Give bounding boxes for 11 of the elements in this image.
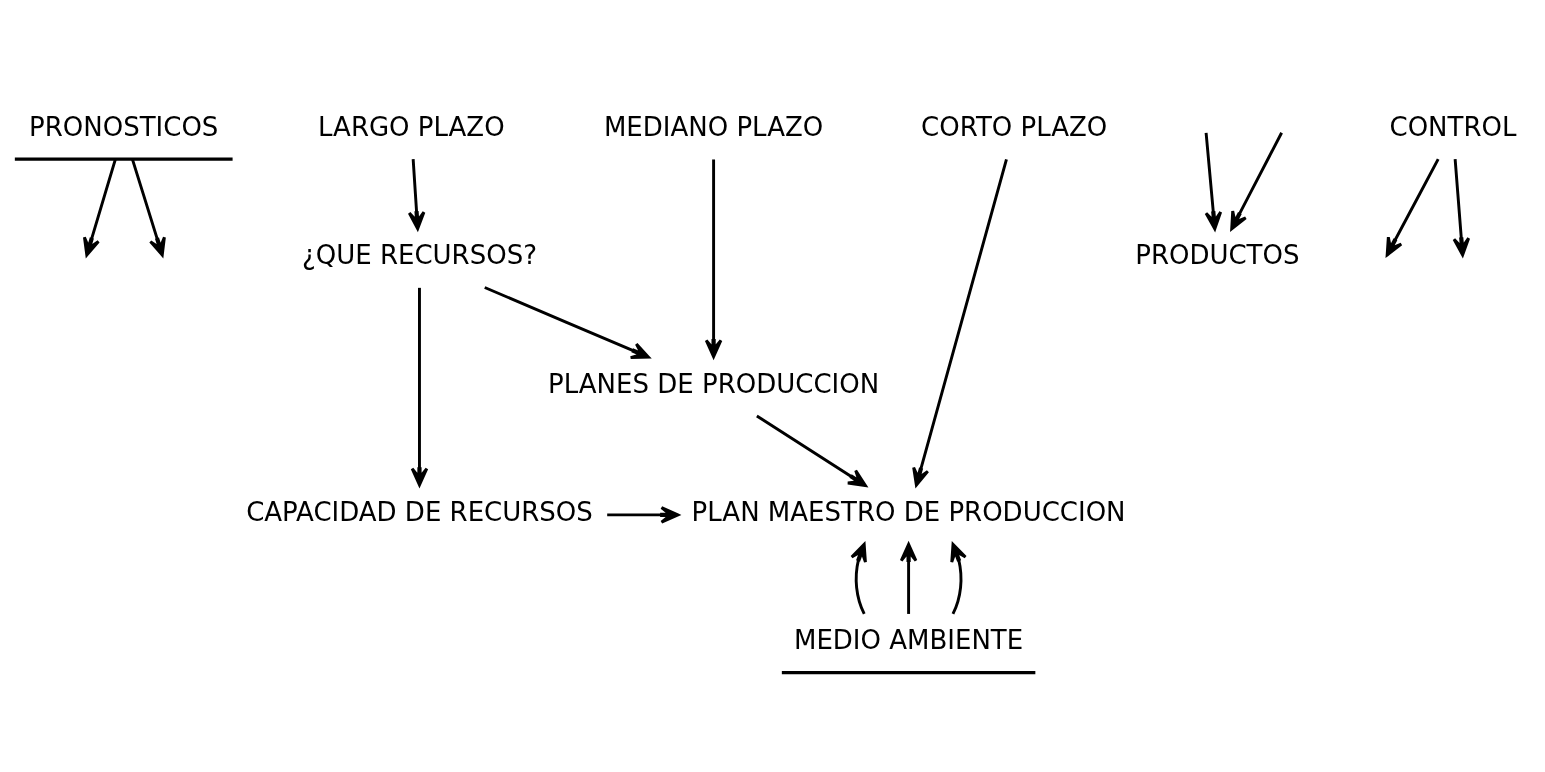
node-text: ¿QUE RECURSOS? (301, 239, 537, 270)
node-text: PLAN MAESTRO DE PRODUCCION (691, 496, 1126, 527)
node-text: CONTROL (1389, 111, 1517, 142)
node-text: MEDIO AMBIENTE (793, 624, 1024, 655)
node-text: CAPACIDAD DE RECURSOS (246, 496, 593, 527)
node-text: PRONOSTICOS (29, 111, 219, 142)
node-text: CORTO PLAZO (921, 111, 1108, 142)
node-text: MEDIANO PLAZO (603, 111, 824, 142)
node-text: PLANES DE PRODUCCION (548, 368, 880, 399)
node-text: PRODUCTOS (1135, 239, 1300, 270)
node-text: LARGO PLAZO (318, 111, 505, 142)
